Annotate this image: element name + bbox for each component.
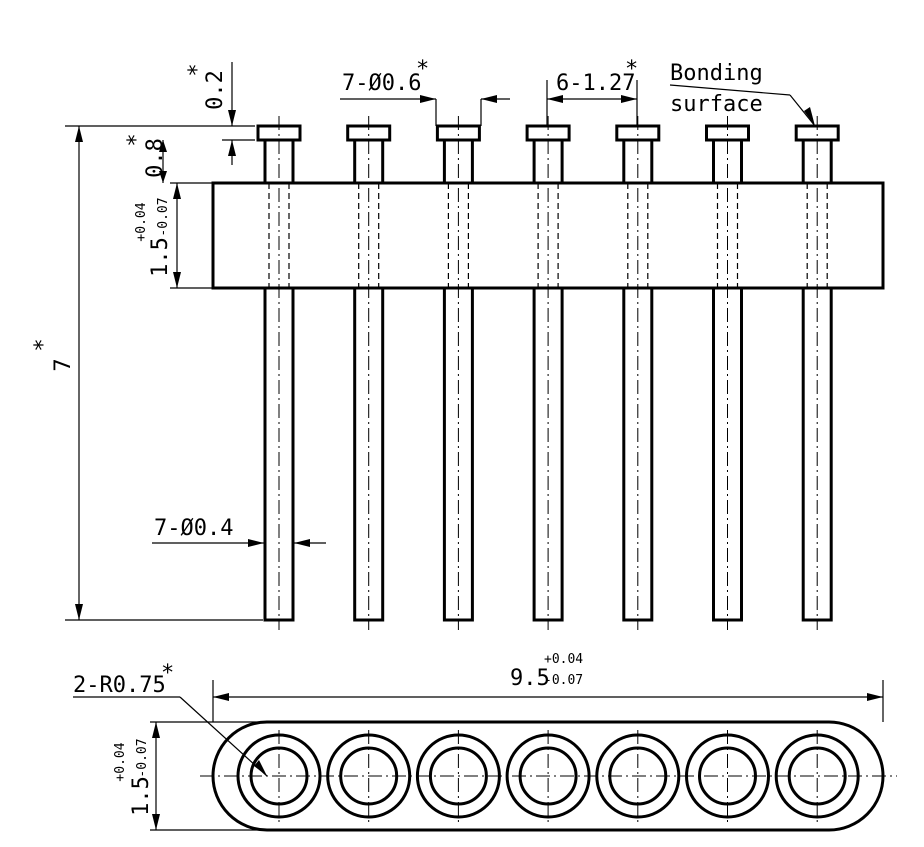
pin-side-5 xyxy=(615,116,661,630)
pitch-label: 6-1.27 xyxy=(556,71,635,96)
body-length-dimension xyxy=(212,680,884,722)
body-height-label: 1.5 xyxy=(148,237,173,277)
shoulder-label: 0.8 xyxy=(143,138,168,178)
side-view-pins xyxy=(256,116,840,630)
pin-side-3 xyxy=(435,116,481,630)
body-width-dimension xyxy=(150,721,270,831)
bonding-label-line2: surface xyxy=(670,92,763,117)
total-height-dimension xyxy=(75,126,83,620)
body-width-label: 1.5 xyxy=(129,776,154,816)
body-height-dimension xyxy=(173,183,181,288)
body-width-tol-plus: +0.04 xyxy=(113,742,128,781)
bonding-label-line1: Bonding xyxy=(670,61,763,86)
corner-radius-star: * xyxy=(161,661,174,686)
bonding-leader xyxy=(669,84,816,127)
body-length-tol-plus: +0.04 xyxy=(544,652,583,667)
pitch-star: * xyxy=(625,57,638,82)
pin-diameter-label: 7-Ø0.4 xyxy=(154,516,233,541)
head-diameter-star: * xyxy=(416,57,429,82)
total-height-label: 7 xyxy=(51,358,76,371)
body-height-tol-plus: +0.04 xyxy=(134,202,149,241)
shoulder-dimension xyxy=(159,140,167,183)
pin-side-4 xyxy=(525,116,571,630)
body-length-label: 9.5 xyxy=(510,666,550,691)
corner-radius-label: 2-R0.75 xyxy=(73,673,166,698)
corner-radius-leader xyxy=(73,696,268,777)
pin-diameter-dimension xyxy=(152,539,326,547)
body-width-tol-minus: -0.07 xyxy=(135,738,150,777)
head-thickness-label: 0.2 xyxy=(203,70,228,110)
pin-side-2 xyxy=(346,116,392,630)
pin-side-1 xyxy=(256,116,302,630)
total-height-star: * xyxy=(31,338,56,351)
pin-side-7 xyxy=(794,116,840,630)
head-diameter-dimension xyxy=(340,95,510,126)
insulator-body-side xyxy=(211,181,885,290)
head-thickness-dimension xyxy=(228,62,236,165)
head-diameter-label: 7-Ø0.6 xyxy=(342,71,421,96)
pin-side-6 xyxy=(705,116,750,630)
body-height-tol-minus: -0.07 xyxy=(156,197,171,236)
body-length-tol-minus: -0.07 xyxy=(544,673,583,688)
shoulder-star: * xyxy=(124,133,149,146)
pitch-dimension xyxy=(546,80,638,126)
head-thickness-star: * xyxy=(185,63,210,76)
